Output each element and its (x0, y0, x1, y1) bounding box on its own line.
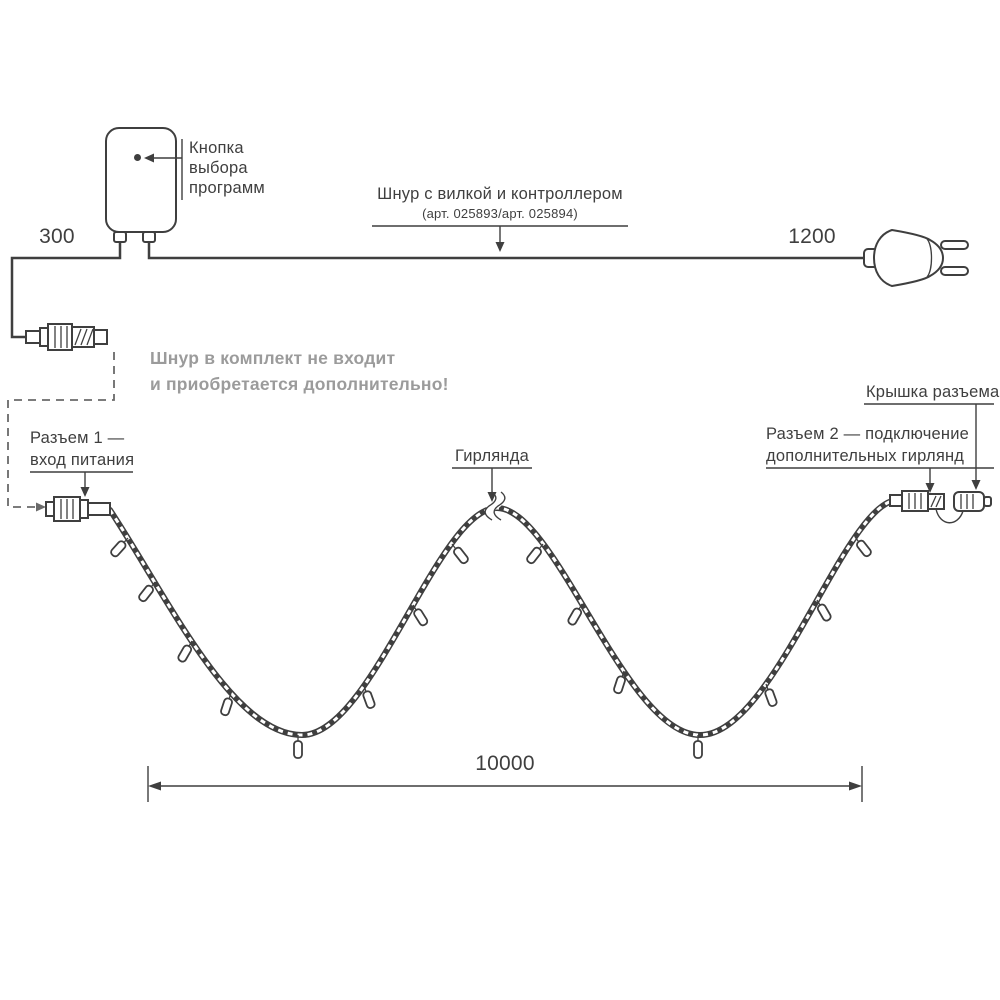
controller-terminal-right (142, 231, 156, 243)
garland-lamp (293, 735, 303, 759)
plug-prong-top (940, 240, 969, 250)
inline-connector-thread-line (86, 328, 94, 346)
power-plug (863, 228, 969, 288)
break-squiggle-right (493, 491, 506, 521)
inline-connector-thread-line (74, 328, 82, 346)
connector2-boot (889, 494, 903, 507)
plug-prong-bottom (940, 266, 969, 276)
connector2-thread-line (935, 495, 942, 508)
break-symbol (484, 488, 506, 524)
callout-arrowhead (144, 153, 154, 163)
inline-connector-tip (93, 329, 108, 345)
garland-lamp (138, 581, 156, 603)
garland-total-length: 10000 (475, 752, 534, 775)
power-input-wire (10, 242, 122, 339)
connector1-label-line2: вход питания (30, 451, 134, 469)
cord-label-title: Шнур с вилкой и контроллером (377, 185, 623, 203)
cap-callout: Крышка разъема (864, 383, 1000, 490)
inline-connector-boot (25, 330, 41, 344)
garland-lamp (362, 685, 376, 709)
inline-connector (25, 323, 108, 351)
controller-body (105, 127, 177, 233)
garland-lamp (177, 640, 193, 663)
garland-lamp (451, 543, 469, 565)
note-line2: и приобретается дополнительно! (150, 374, 449, 394)
garland-dimension: 10000 (147, 752, 863, 802)
cord-label-subtitle: (арт. 025893/арт. 025894) (422, 206, 578, 221)
plug-body (872, 228, 945, 288)
garland-lamp (412, 604, 429, 627)
connector2-label-line2: дополнительных гирлянд (766, 447, 964, 465)
cap-arrowhead (971, 480, 981, 490)
plug-cord-wire (147, 242, 868, 260)
connector-cap (935, 491, 992, 524)
program-button-label-line3: программ (189, 179, 265, 197)
garland-lamp (693, 735, 703, 759)
plug-face-line (926, 238, 933, 278)
controller-terminal-left (113, 231, 127, 243)
garland-lamp (220, 692, 233, 717)
program-button-callout: Кнопка выбора программ (144, 139, 265, 200)
dashed-path-arrowhead (36, 502, 46, 512)
connector2-thread-line (930, 495, 937, 508)
inline-connector-body (47, 323, 73, 351)
garland-lamp (816, 599, 832, 622)
connector1-arrowhead (80, 487, 90, 497)
cord-callout: Шнур с вилкой и контроллером (арт. 02589… (372, 185, 628, 252)
inline-connector-ring (39, 327, 49, 347)
garland-lamp (110, 537, 129, 558)
connector1-nose (45, 501, 55, 517)
program-button-label-line2: выбора (189, 159, 248, 177)
program-button-dot (134, 154, 141, 161)
connector2-arrowhead (925, 483, 935, 493)
connector1-callout: Разъем 1 — вход питания (30, 429, 134, 497)
break-mask (485, 488, 505, 524)
cap-tether (935, 508, 964, 524)
connector-2 (889, 490, 945, 512)
dimension-arrowhead-right (849, 781, 862, 791)
garland-lamp (764, 683, 778, 707)
connector1-ring (79, 499, 89, 519)
garland-lamp (613, 670, 626, 695)
controller-box (105, 127, 177, 243)
garland-arrowhead (487, 492, 497, 502)
break-squiggle-left (484, 491, 497, 521)
cap-body (953, 491, 985, 512)
connector1-boot (87, 502, 111, 516)
connector1-label-line1: Разъем 1 — (30, 429, 125, 447)
garland-lamp (854, 536, 872, 558)
segment-left-length: 300 (39, 225, 75, 248)
inline-connector-thread-line (80, 328, 88, 346)
note-line1: Шнур в комплект не входит (150, 348, 395, 368)
cap-label: Крышка разъема (866, 383, 1000, 401)
connector2-callout: Разъем 2 — подключение дополнительных ги… (766, 425, 994, 493)
cap-nub (983, 496, 992, 507)
garland-lamp (526, 543, 544, 565)
program-button-label-line1: Кнопка (189, 139, 244, 157)
dimension-arrowhead-left (148, 781, 161, 791)
garland-lamps (110, 536, 872, 759)
connector2-label-line1: Разъем 2 — подключение (766, 425, 969, 443)
dashed-connection-path (7, 352, 115, 508)
connector-1 (45, 496, 111, 522)
garland-lamp (567, 603, 583, 626)
garland-callout: Гирлянда (452, 447, 532, 502)
segment-right-length: 1200 (788, 225, 836, 248)
garland-label: Гирлянда (455, 447, 530, 465)
cord-callout-arrowhead (495, 242, 505, 252)
